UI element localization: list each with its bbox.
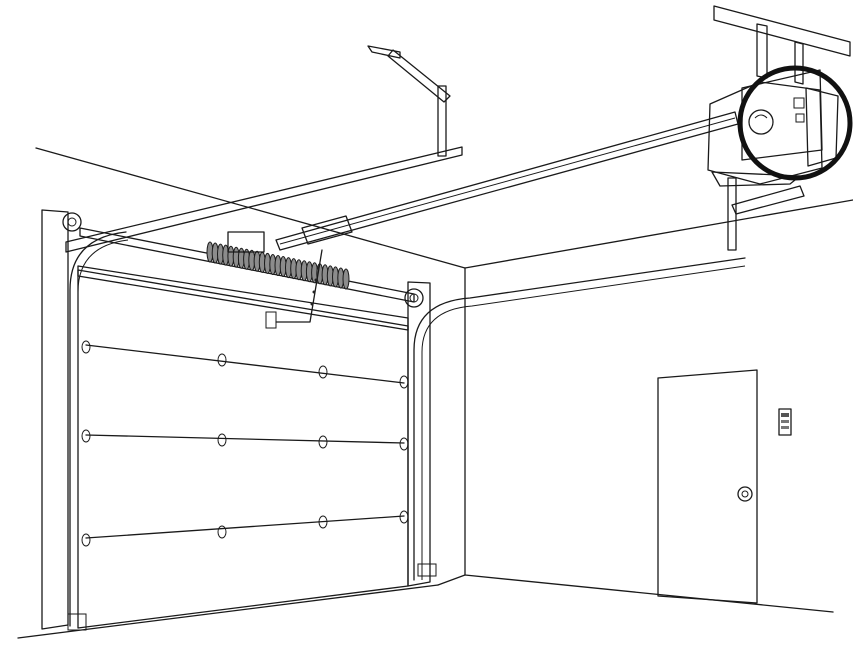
right-jamb: [407, 281, 431, 587]
trolley: [301, 215, 353, 245]
door-hinges: [81, 340, 409, 547]
door-arm: [275, 249, 323, 323]
opener-head-unit: [707, 69, 839, 187]
mounting-strap: [713, 5, 851, 85]
highlight-circle: [737, 65, 853, 181]
room-outline: [17, 147, 853, 639]
cable-drums: [62, 212, 424, 308]
door-panel: [77, 269, 409, 629]
light-bulb-icon: [748, 109, 774, 135]
door-bracket: [265, 311, 277, 329]
right-door-track: [413, 257, 746, 581]
left-jamb: [41, 209, 69, 630]
door-support-angle: [65, 146, 463, 253]
arm-holes: [310, 266, 320, 306]
bottom-brackets: [67, 563, 437, 631]
center-bearing-bracket: [227, 231, 265, 253]
wall-control-icon: [778, 408, 792, 436]
door-knob-icon: [737, 486, 753, 502]
ceiling-bracket: [367, 45, 451, 157]
door-top-strip: [77, 265, 409, 331]
torsion-spring: [206, 241, 350, 290]
side-door: [657, 369, 758, 604]
rail-hanger: [727, 177, 805, 251]
spring-coil: [342, 268, 350, 290]
door-section-joints: [85, 344, 405, 539]
